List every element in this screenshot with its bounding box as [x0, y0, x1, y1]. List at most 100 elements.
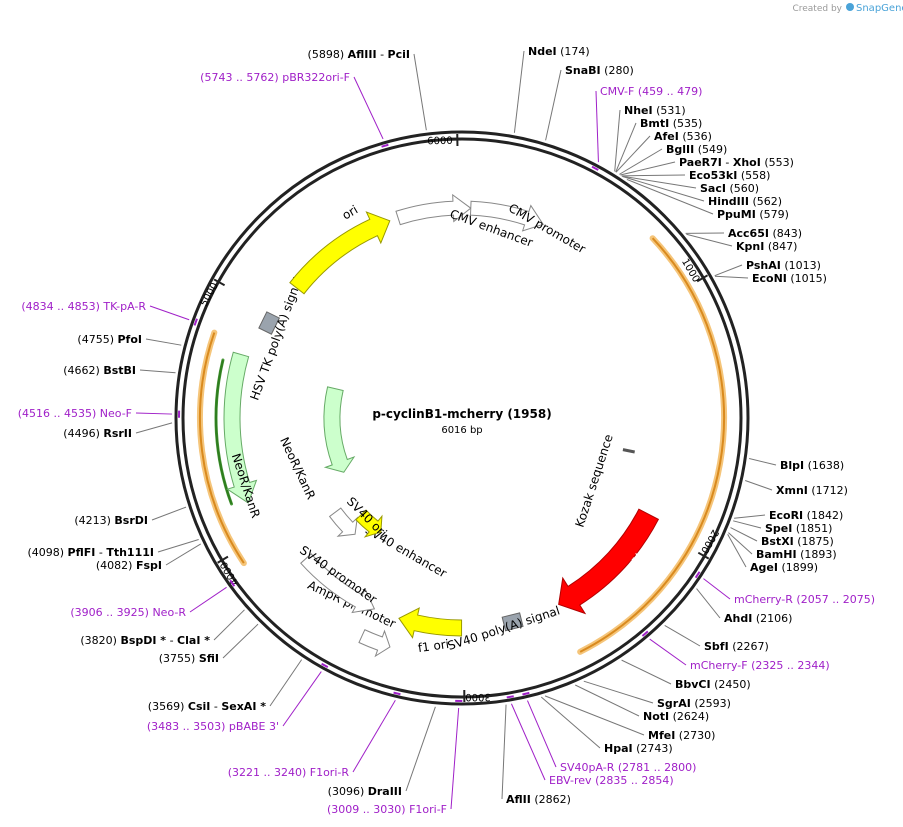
snapgene-logo-icon — [846, 3, 854, 11]
enzyme-site-bamhi[interactable]: BamHI (1893) — [728, 532, 837, 561]
enzyme-site-hpai[interactable]: HpaI (2743) — [540, 696, 673, 755]
enzyme-name-alt: ClaI * — [177, 634, 210, 647]
enzyme-site-agei[interactable]: AgeI (1899) — [727, 534, 818, 574]
enzyme-position: (2730) — [679, 729, 716, 742]
leader-line — [222, 623, 259, 659]
tick-label: 5000 — [199, 281, 221, 309]
primer-mcherry-f[interactable]: mCherry-F (2325 .. 2344) — [641, 630, 830, 672]
tick-mark — [217, 555, 229, 564]
site-label: (3483 .. 3503) pBABE 3' — [147, 720, 279, 733]
enzyme-site-bsrdi[interactable]: (4213) BsrDI — [74, 506, 187, 527]
enzyme-site-xmni[interactable]: XmnI (1712) — [745, 480, 848, 497]
site-label: AflII (2862) — [506, 793, 571, 806]
enzyme-site-kpni[interactable]: KpnI (847) — [686, 233, 797, 253]
enzyme-site-eco53ki[interactable]: Eco53kI (558) — [621, 169, 771, 182]
enzyme-site-pflfi[interactable]: (4098) PflFI - Tth111I — [27, 539, 199, 559]
enzyme-site-fspi[interactable]: (4082) FspI — [96, 543, 202, 572]
feature-label: ori — [340, 203, 361, 223]
enzyme-site-afliii[interactable]: (5898) AflIII - PciI — [308, 48, 427, 131]
leader-line — [450, 707, 460, 810]
site-label: (4082) FspI — [96, 559, 162, 572]
enzyme-site-rsrii[interactable]: (4496) RsrII — [63, 422, 173, 440]
enzyme-site-saci[interactable]: SacI (560) — [622, 175, 759, 195]
enzyme-site-paer7i[interactable]: PaeR7I - XhoI (553) — [620, 156, 794, 176]
site-label: EcoRI (1842) — [769, 509, 843, 522]
enzyme-site-noti[interactable]: NotI (2624) — [574, 684, 709, 723]
enzyme-site-econi[interactable]: EcoNI (1015) — [714, 272, 827, 285]
primer-f1ori-f[interactable]: (3009 .. 3030) F1ori-F — [327, 699, 463, 816]
primer-bind-mark — [193, 318, 198, 326]
primer-range: (4834 .. 4853) — [21, 300, 100, 313]
enzyme-site-csii[interactable]: (3569) CsiI - SexAI * — [148, 659, 303, 713]
leader-line — [615, 122, 637, 173]
primer-pbr322ori-f[interactable]: (5743 .. 5762) pBR322ori-F — [200, 71, 389, 148]
leader-line — [622, 176, 705, 202]
enzyme-name: NotI — [643, 710, 669, 723]
site-label: AhdI (2106) — [724, 612, 792, 625]
leader-line — [149, 305, 190, 321]
enzyme-site-blpi[interactable]: BlpI (1638) — [749, 457, 844, 472]
enzyme-site-sfii[interactable]: (3755) SfiI — [159, 623, 259, 665]
enzyme-site-ndei[interactable]: NdeI (174) — [513, 45, 590, 133]
enzyme-site-spei[interactable]: SpeI (1851) — [733, 520, 833, 535]
enzyme-site-mfei[interactable]: MfeI (2730) — [544, 695, 716, 742]
enzyme-position: (4662) — [63, 364, 100, 377]
feature-arrow — [469, 200, 544, 232]
enzyme-site-sgrai[interactable]: SgrAI (2593) — [583, 680, 731, 710]
enzyme-site-bbvci[interactable]: BbvCI (2450) — [621, 659, 751, 691]
site-label: XmnI (1712) — [776, 484, 848, 497]
leader-line — [728, 532, 753, 555]
primer-bind-mark — [641, 630, 649, 637]
enzyme-site-bstbi[interactable]: (4662) BstBI — [63, 364, 176, 377]
enzyme-site-afei[interactable]: AfeI (536) — [615, 130, 712, 173]
enzyme-site-bstxi[interactable]: BstXI (1875) — [730, 527, 834, 548]
primer-pbabe-3[interactable]: (3483 .. 3503) pBABE 3' — [147, 662, 329, 733]
leader-line — [749, 457, 777, 466]
feature-ori: ori — [289, 203, 391, 295]
enzyme-position: (553) — [764, 156, 794, 169]
enzyme-site-ppumi[interactable]: PpuMI (579) — [626, 178, 789, 221]
enzyme-site-aflii[interactable]: AflII (2862) — [501, 704, 571, 806]
enzyme-site-ahdi[interactable]: AhdI (2106) — [696, 588, 793, 625]
enzyme-site-ecori[interactable]: EcoRI (1842) — [734, 509, 843, 522]
primer-tk-pa-r[interactable]: (4834 .. 4853) TK-pA-R — [21, 300, 198, 326]
site-label: PpuMI (579) — [717, 208, 789, 221]
primer-neo-r[interactable]: (3906 .. 3925) Neo-R — [70, 579, 236, 619]
primer-bind-mark — [591, 165, 599, 171]
enzyme-name: RsrII — [103, 427, 132, 440]
primer-sv40pa-r[interactable]: SV40pA-R (2781 .. 2800) — [522, 691, 696, 774]
primer-ebv-rev[interactable]: EBV-rev (2835 .. 2854) — [506, 695, 674, 787]
enzyme-site-hindiii[interactable]: HindIII (562) — [622, 176, 782, 208]
primer-cmv-f[interactable]: CMV-F (459 .. 479) — [591, 85, 702, 171]
enzyme-site-pshai[interactable]: PshAI (1013) — [714, 259, 821, 277]
plasmid-size: 6016 bp — [441, 425, 482, 436]
enzyme-name: EcoNI — [752, 272, 787, 285]
enzyme-position: (4755) — [77, 333, 114, 346]
enzyme-site-acc65i[interactable]: Acc65I (843) — [685, 227, 802, 240]
enzyme-position: (1851) — [796, 522, 833, 535]
leader-line — [213, 609, 245, 641]
leader-line — [574, 684, 640, 717]
primer-neo-f[interactable]: (4516 .. 4535) Neo-F — [18, 407, 181, 420]
leader-line — [282, 671, 322, 727]
leader-line — [614, 109, 621, 172]
enzyme-site-pfoi[interactable]: (4755) PfoI — [77, 333, 182, 346]
primer-f1ori-r[interactable]: (3221 .. 3240) F1ori-R — [228, 691, 401, 779]
primer-mcherry-r[interactable]: mCherry-R (2057 .. 2075) — [694, 571, 875, 606]
enzyme-site-snabi[interactable]: SnaBI (280) — [545, 64, 634, 141]
enzyme-name: PflFI — [68, 546, 96, 559]
enzyme-site-sbfi[interactable]: SbfI (2267) — [664, 624, 769, 653]
enzyme-site-bmti[interactable]: BmtI (535) — [615, 117, 703, 173]
enzyme-name: CsiI — [188, 700, 210, 713]
enzyme-site-bspdi[interactable]: (3820) BspDI * - ClaI * — [80, 609, 245, 647]
enzyme-site-draiii[interactable]: (3096) DraIII — [328, 706, 436, 798]
primer-name: CMV-F — [600, 85, 634, 98]
enzyme-position: (1842) — [807, 509, 844, 522]
enzyme-site-nhei[interactable]: NheI (531) — [614, 104, 686, 172]
enzyme-name: SfiI — [199, 652, 219, 665]
enzyme-name: KpnI — [736, 240, 764, 253]
enzyme-position: (562) — [752, 195, 782, 208]
enzyme-name: NheI — [624, 104, 653, 117]
enzyme-site-bglii[interactable]: BglII (549) — [619, 143, 727, 175]
primer-bind-mark — [321, 662, 329, 669]
